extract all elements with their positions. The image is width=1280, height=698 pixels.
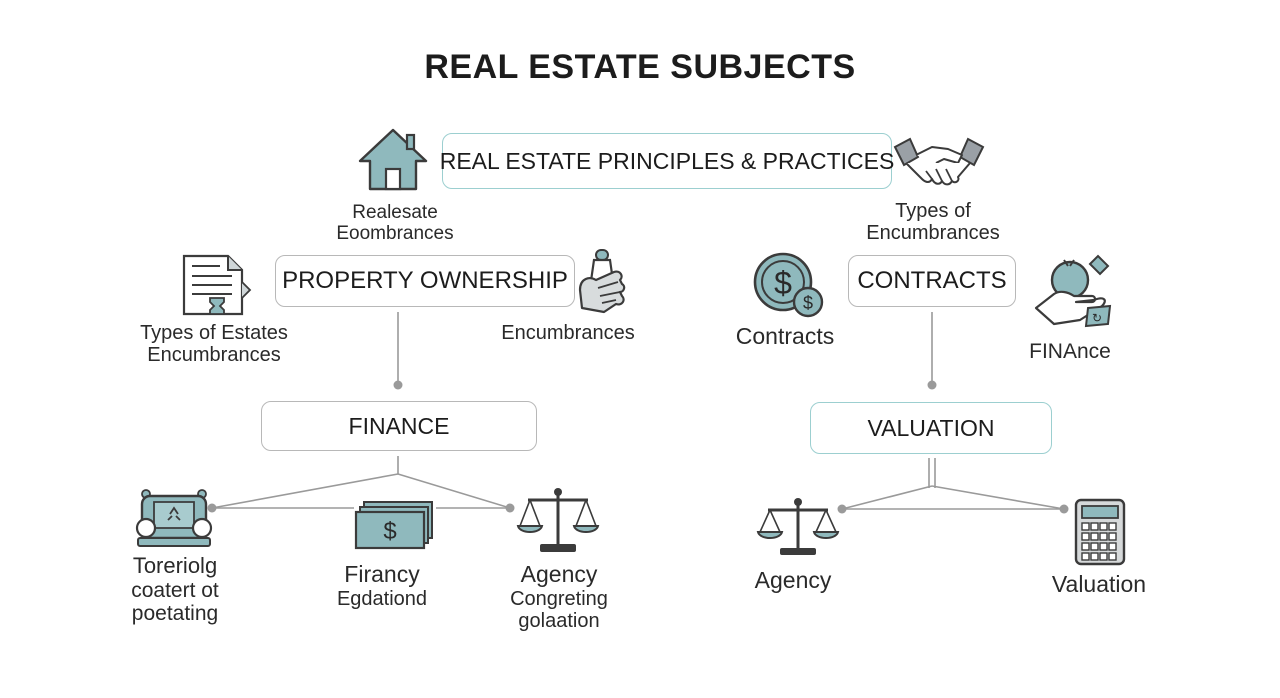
document-icon [182, 254, 252, 316]
label-house: Realesate Eoombrances [325, 202, 465, 245]
svg-text:↻: ↻ [1092, 311, 1102, 325]
svg-text:$: $ [803, 293, 813, 313]
connector-valuation-right [931, 485, 1065, 510]
label-hand-tool: Encumbrances [488, 322, 648, 344]
connector-valuation-left [841, 485, 933, 510]
label-line: Types of [895, 200, 971, 222]
label-calculator: Valuation [1034, 571, 1164, 598]
page-title: REAL ESTATE SUBJECTS [424, 48, 856, 86]
label-cash: Firancy Egdationd [320, 561, 444, 610]
label-line: FINAnce [1029, 340, 1111, 363]
label-line: poetating [131, 602, 219, 626]
label-document: Types of Estates Encumbrances [124, 322, 304, 367]
calculator-icon [1074, 498, 1126, 566]
handshake-icon [893, 137, 985, 186]
connector-dot [393, 380, 403, 390]
label-line: Valuation [1051, 571, 1147, 597]
node-real-estate-principles[interactable]: REAL ESTATE PRINCIPLES & PRACTICES [440, 133, 894, 189]
label-scales-right: Agency [738, 567, 848, 594]
label-line: Encumbrances [147, 344, 281, 367]
label-line: Encumbrances [501, 322, 635, 344]
scales-icon [516, 488, 600, 552]
label-line: Agency [520, 561, 598, 587]
label-line: Contracts [735, 323, 835, 349]
label-line: coatert ot [131, 578, 219, 602]
connector-dot [207, 503, 217, 513]
node-finance[interactable]: FINANCE [261, 401, 537, 451]
label-line: Realesate [352, 202, 438, 223]
connector-dot [837, 504, 847, 514]
connector-dot [927, 380, 937, 390]
house-icon [358, 128, 428, 191]
label-scales-left: Agency Congreting golaation [492, 561, 626, 633]
label-building: Toreriolg coatert ot poetating [110, 553, 240, 626]
label-line: Firancy [344, 561, 420, 587]
cash-icon: $ [354, 501, 433, 550]
label-line: golaation [518, 610, 600, 633]
connector-dot [1059, 504, 1069, 514]
label-line: Toreriolg [132, 553, 218, 578]
connector-finance-right [397, 473, 511, 509]
label-line: Congreting [510, 587, 608, 610]
label-money-hand: FINAnce [1010, 340, 1130, 364]
svg-text:$: $ [774, 265, 792, 301]
label-line: Eoombrances [336, 223, 454, 245]
label-handshake: Types of Encumbrances [858, 200, 1008, 245]
label-line: Types of Estates [140, 322, 288, 344]
label-line: Encumbrances [866, 222, 1000, 245]
label-coin: Contracts [720, 323, 850, 350]
node-valuation[interactable]: VALUATION [810, 402, 1052, 454]
svg-text:$: $ [383, 518, 396, 545]
node-contracts[interactable]: CONTRACTS [848, 255, 1016, 307]
scales-icon [756, 498, 840, 555]
hand-tool-icon [578, 249, 626, 314]
connector-dot [505, 503, 515, 513]
node-property-ownership[interactable]: PROPERTY OWNERSHIP [275, 255, 575, 307]
money-hand-icon: ↻ [1034, 254, 1112, 328]
connector-finance-left [211, 473, 399, 509]
dollar-coin-icon: $ $ [753, 252, 824, 318]
label-line: Egdationd [336, 587, 428, 610]
label-line: Agency [754, 567, 832, 593]
building-icon [135, 489, 213, 547]
